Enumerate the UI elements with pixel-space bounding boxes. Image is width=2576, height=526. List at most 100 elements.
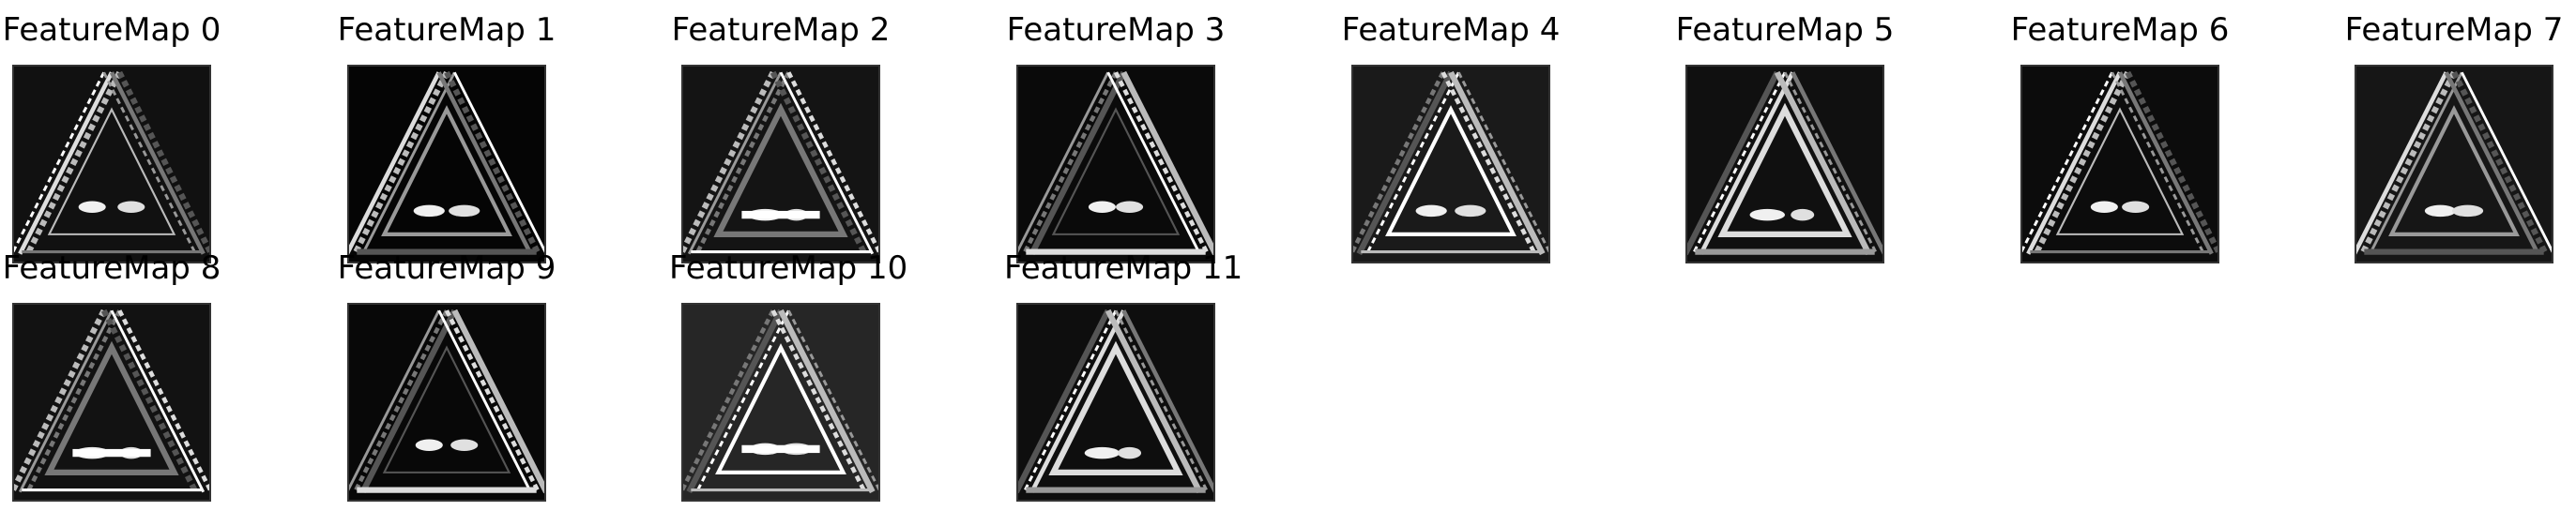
triangle-edge — [353, 309, 450, 493]
inner-triangle — [715, 343, 846, 474]
triangle-edge — [1018, 308, 1111, 494]
triangle-edge — [2461, 71, 2552, 253]
inner-triangle — [1048, 340, 1183, 475]
feature-map-image — [681, 65, 880, 263]
triangle-edge — [352, 70, 450, 256]
triangle-edge — [683, 70, 776, 256]
inner-triangle — [1385, 105, 1517, 236]
feature-map-panel: FeatureMap 9 — [335, 249, 673, 502]
map-background — [349, 305, 544, 500]
map-background — [349, 67, 544, 262]
feature-map-image — [1351, 65, 1550, 263]
map-background — [1687, 67, 1882, 262]
triangle-edge — [361, 71, 456, 255]
feature-map-panel: FeatureMap 7 — [2342, 11, 2576, 263]
panel-title: FeatureMap 1 — [337, 11, 556, 49]
triangle-edge — [2022, 71, 2113, 253]
triangle-edge — [1106, 71, 1201, 255]
triangle-edge — [770, 309, 867, 493]
symbol-bar — [741, 444, 820, 454]
triangle-edge — [453, 71, 544, 253]
panel-title: FeatureMap 4 — [1341, 11, 1561, 49]
triangle-edge — [1440, 71, 1537, 255]
feature-map-image — [12, 65, 211, 263]
feature-map-svg — [1353, 67, 1548, 262]
symbol-blob — [1749, 208, 1785, 221]
triangle-edge — [1457, 71, 1548, 253]
feature-map-image — [1016, 303, 1215, 502]
map-background — [683, 67, 878, 262]
symbol-blob — [2451, 204, 2484, 218]
panel-title: FeatureMap 3 — [1006, 11, 1226, 49]
triangle-edge — [117, 309, 209, 493]
inner-triangle — [1717, 102, 1852, 237]
inner-triangle — [382, 345, 511, 473]
feature-map-image — [12, 303, 211, 502]
triangle-edge — [1018, 71, 1109, 253]
triangle-edge — [1687, 70, 1780, 256]
triangle-edge — [779, 71, 875, 255]
feature-map-svg — [349, 67, 544, 262]
feature-map-panel: FeatureMap 6 — [2008, 11, 2346, 263]
feature-map-panel: FeatureMap 3 — [1004, 11, 1342, 263]
triangle-edge — [1120, 70, 1213, 256]
symbol-blob — [415, 439, 443, 451]
symbol-blob — [1116, 201, 1144, 213]
symbol-bar — [741, 210, 820, 219]
triangle-edge — [694, 71, 791, 255]
feature-map-image — [2020, 65, 2219, 263]
symbol-blob — [1088, 201, 1116, 213]
panel-title: FeatureMap 5 — [1675, 11, 1895, 49]
triangle-edge — [100, 308, 199, 494]
symbol-blob — [117, 201, 145, 213]
feature-map-image — [347, 65, 546, 263]
symbol-blob — [1415, 204, 1447, 218]
panel-title: FeatureMap 6 — [2010, 11, 2230, 49]
feature-map-panel: FeatureMap 8 — [0, 249, 338, 502]
feature-map-svg — [14, 67, 209, 262]
triangle-edge — [436, 71, 533, 255]
symbol-blob — [413, 204, 445, 218]
map-background — [1018, 67, 1213, 262]
triangle-edge — [14, 71, 105, 253]
inner-triangle — [47, 107, 176, 235]
feature-map-image — [1016, 65, 1215, 263]
symbol-bar — [72, 448, 151, 458]
triangle-edge — [1353, 71, 1445, 255]
panel-title: FeatureMap 7 — [2344, 11, 2564, 49]
triangle-edge — [787, 309, 878, 491]
feature-map-svg — [683, 305, 878, 500]
feature-map-panel: FeatureMap 4 — [1339, 11, 1677, 263]
panel-title: FeatureMap 10 — [669, 249, 908, 287]
symbol-blob — [1084, 446, 1120, 459]
symbol-blob — [450, 439, 479, 451]
map-background — [1018, 305, 1213, 500]
triangle-edge — [1022, 309, 1118, 493]
triangle-edge — [1029, 70, 1127, 256]
triangle-edge — [2444, 71, 2540, 255]
triangle-edge — [1699, 71, 1795, 255]
triangle-edge — [18, 71, 114, 255]
map-background — [2022, 67, 2218, 262]
triangle-edge — [1113, 71, 1210, 255]
map-background — [14, 305, 209, 500]
triangle-edge — [2359, 70, 2457, 256]
feature-map-svg — [349, 305, 544, 500]
triangle-edge — [1105, 308, 1203, 494]
symbol-blob — [449, 204, 480, 218]
triangle-edge — [686, 308, 784, 494]
symbol-blob — [2122, 201, 2150, 213]
triangle-edge — [24, 70, 123, 256]
triangle-edge — [683, 309, 775, 493]
inner-triangle — [381, 105, 512, 236]
feature-map-svg — [1018, 305, 1213, 500]
map-background — [2356, 67, 2552, 262]
feature-map-panel: FeatureMap 11 — [1004, 249, 1342, 502]
feature-map-svg — [1018, 67, 1213, 262]
panel-title: FeatureMap 8 — [2, 249, 221, 287]
triangle-edge — [349, 309, 440, 491]
triangle-edge — [778, 308, 876, 494]
triangle-edge — [1791, 71, 1882, 255]
feature-map-image — [2355, 65, 2553, 263]
feature-map-svg — [1687, 67, 1882, 262]
